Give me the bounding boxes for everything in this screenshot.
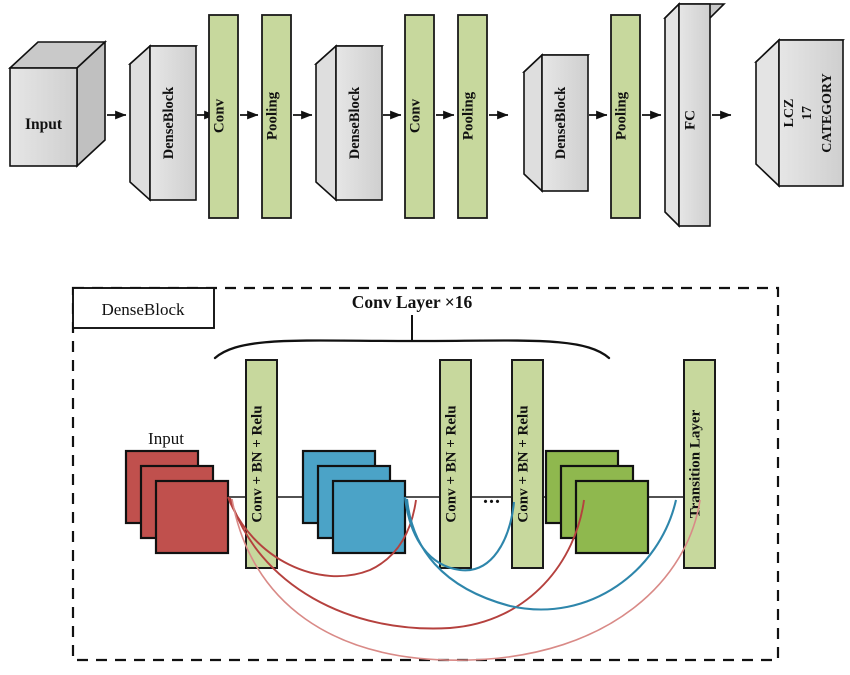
output-label-line-1: LCZ — [782, 99, 797, 128]
feature-map — [331, 479, 407, 555]
denseblock1-face — [149, 45, 197, 201]
skip-connections-red — [227, 496, 701, 661]
pipeline-stage-label: Input — [25, 116, 63, 133]
feature-stack-input[interactable] — [124, 449, 230, 555]
skip-connection-red-3 — [231, 498, 701, 661]
output-cube-face — [778, 39, 844, 187]
denseblock-panel-title-box — [72, 287, 215, 329]
conv-layer-bracket-label: Conv Layer ×16 — [352, 292, 473, 312]
pooling3-bar — [610, 14, 641, 219]
pipeline-stage-label: DenseBlock — [553, 86, 569, 159]
input-cube-face — [9, 67, 78, 167]
skip-connection-red-1 — [227, 496, 417, 578]
pipeline-stage-label: Pooling — [614, 91, 630, 140]
pooling1-bar — [261, 14, 292, 219]
conv-bn-relu-bar — [245, 359, 278, 569]
pipeline-stage-pooling3[interactable]: Pooling — [610, 14, 641, 219]
denseblock-input-label: Input — [148, 429, 184, 448]
denseblock-detail-panel: DenseBlock Conv Layer ×16 Input Conv + B… — [71, 286, 780, 662]
pipeline-stage-label: Conv — [408, 98, 424, 133]
transition-layer-label: Transition Layer — [688, 409, 704, 518]
output-cube-side — [755, 38, 780, 188]
pipeline-stage-denseblock3[interactable]: DenseBlock — [521, 53, 591, 193]
pipeline-stage-conv1[interactable]: Conv — [208, 14, 239, 219]
feature-stack-blue[interactable] — [301, 449, 407, 555]
pipeline-stage-conv2[interactable]: Conv — [404, 14, 435, 219]
conv1-bar — [208, 14, 239, 219]
feature-map — [154, 479, 230, 555]
skip-connection-red-2 — [229, 497, 585, 630]
conv-bn-relu-label: Conv + BN + Relu — [250, 405, 266, 522]
conv-bn-relu-bar — [439, 359, 472, 569]
fc-side — [664, 2, 680, 228]
output-label-line-3: CATEGORY — [820, 73, 835, 152]
conv-bn-relu-1[interactable]: Conv + BN + Relu — [245, 359, 278, 569]
top-level-pipeline: Input DenseBlock Conv Pooling De — [7, 2, 845, 228]
pipeline-stage-pooling2[interactable]: Pooling — [457, 14, 488, 219]
transition-layer[interactable]: Transition Layer — [683, 359, 716, 569]
conv-bn-relu-2[interactable]: Conv + BN + Relu — [439, 359, 472, 569]
conv-layer-ellipsis: ... — [483, 486, 501, 508]
conv-bn-relu-label: Conv + BN + Relu — [444, 405, 460, 522]
pipeline-stage-label: Conv — [212, 98, 228, 133]
pipeline-stage-denseblock2[interactable]: DenseBlock — [313, 44, 385, 202]
pipeline-stage-label: DenseBlock — [161, 86, 177, 159]
transition-layer-bar — [683, 359, 716, 569]
skip-connection-blue-2 — [405, 498, 678, 611]
pipeline-stage-input[interactable]: Input — [7, 40, 108, 168]
feature-map — [574, 479, 650, 555]
pipeline-stage-output[interactable]: LCZ 17 CATEGORY — [754, 38, 845, 188]
denseblock3-side — [523, 53, 543, 193]
denseblock-panel-border — [71, 286, 780, 662]
denseblock2-side — [315, 44, 337, 202]
conv-bn-relu-label: Conv + BN + Relu — [516, 405, 532, 522]
denseblock3-face — [541, 54, 589, 192]
conv-bn-relu-3[interactable]: Conv + BN + Relu — [511, 359, 544, 569]
pipeline-stage-label: FC — [683, 110, 699, 130]
skip-connections-blue — [403, 496, 678, 611]
pipeline-stage-denseblock1[interactable]: DenseBlock — [127, 44, 199, 202]
denseblock2-face — [335, 45, 383, 201]
conv2-bar — [404, 14, 435, 219]
pooling2-bar — [457, 14, 488, 219]
conv-bn-relu-bar — [511, 359, 544, 569]
pipeline-stage-fc[interactable]: FC — [663, 2, 726, 228]
pipeline-stage-label: DenseBlock — [347, 86, 363, 159]
fc-face — [678, 3, 711, 227]
output-label-line-2: 17 — [800, 106, 815, 120]
pipeline-stage-pooling1[interactable]: Pooling — [261, 14, 292, 219]
pipeline-stage-label: Pooling — [265, 91, 281, 140]
conv-layer-bracket — [213, 339, 611, 360]
pipeline-stage-label: Pooling — [461, 91, 477, 140]
denseblock-panel-title: DenseBlock — [101, 300, 185, 319]
feature-stack-green[interactable] — [544, 449, 650, 555]
denseblock1-side — [129, 44, 151, 202]
